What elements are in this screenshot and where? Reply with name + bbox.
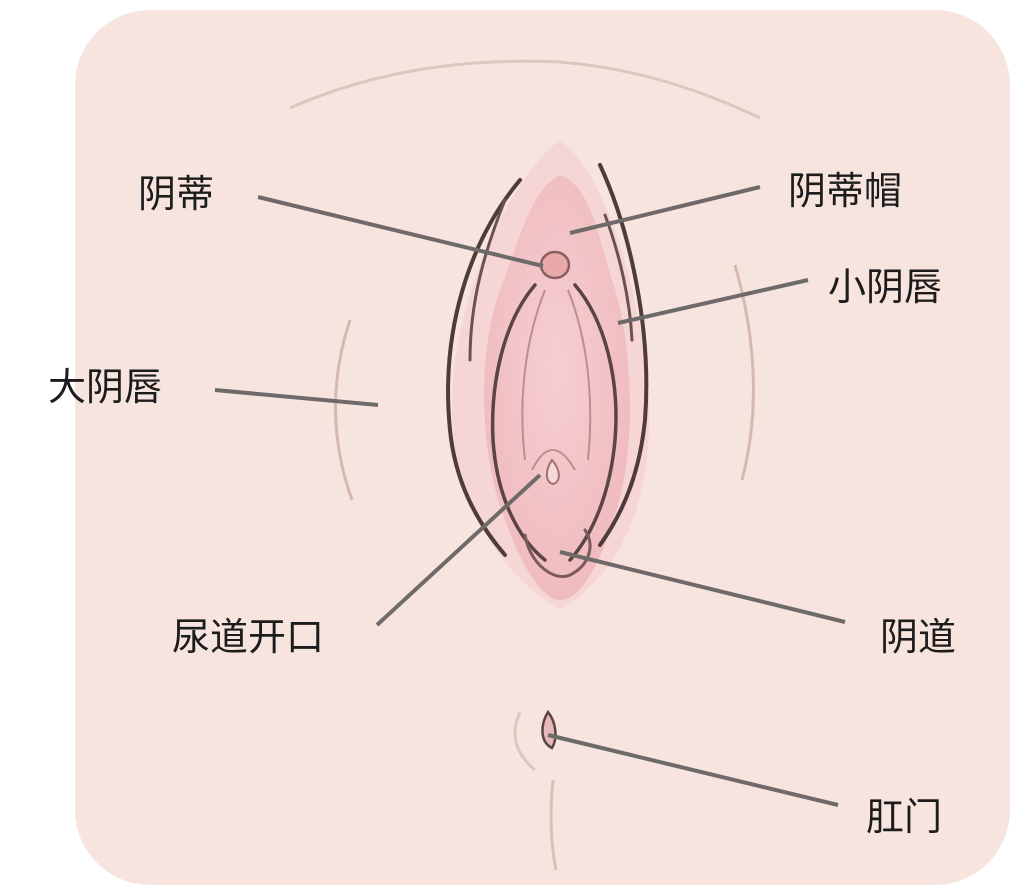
clitoris-shape — [539, 250, 571, 280]
leader-line-labia-minora — [617, 278, 809, 325]
vaginal-opening-outline — [523, 528, 592, 578]
gluteal-cleft-line — [549, 779, 558, 871]
left-fold-outline — [468, 198, 507, 362]
anus-shape — [541, 709, 557, 750]
abdomen-contour — [289, 59, 761, 120]
label-vagina: 阴道 — [880, 615, 956, 659]
label-clitoris: 阴蒂 — [138, 172, 214, 216]
right-outer-outline — [598, 163, 649, 547]
leader-line-urethral-opening — [375, 473, 542, 627]
left-inner-fold — [521, 289, 546, 461]
left-labia-minora-outline — [490, 283, 547, 562]
label-labia-majora: 大阴唇 — [48, 365, 162, 409]
leader-line-vagina — [559, 550, 846, 624]
vestibule-fold — [531, 449, 576, 471]
leader-line-anus — [547, 733, 839, 807]
label-clitoral-hood: 阴蒂帽 — [788, 169, 902, 213]
right-inner-fold — [567, 289, 592, 461]
label-urethral-opening: 尿道开口 — [172, 615, 324, 659]
right-fold-outline — [603, 213, 634, 342]
urethral-opening-shape — [545, 458, 560, 486]
left-buttock-contour — [513, 711, 536, 772]
label-labia-minora: 小阴唇 — [828, 265, 942, 309]
left-outer-outline — [446, 178, 522, 557]
leader-line-clitoris — [257, 195, 544, 268]
leader-line-labia-majora — [214, 388, 379, 407]
left-thigh-contour — [334, 319, 354, 501]
leader-line-clitoral-hood — [569, 185, 761, 235]
right-labia-minora-outline — [568, 283, 618, 562]
label-anus: 肛门 — [866, 795, 942, 839]
